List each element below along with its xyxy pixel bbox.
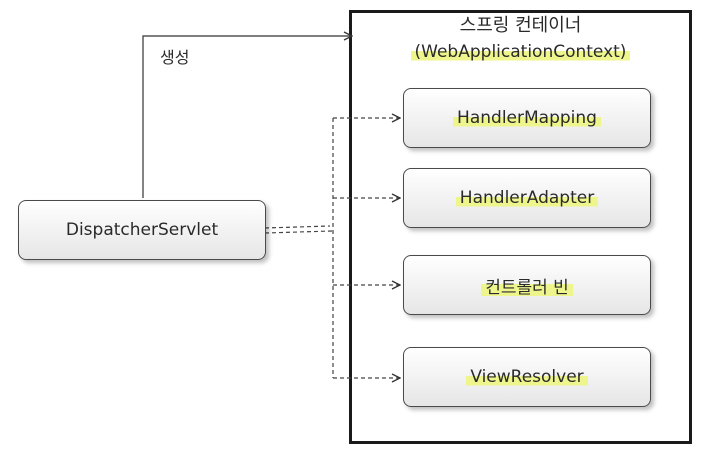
dispatcher-servlet-label: DispatcherServlet: [65, 220, 219, 240]
creates-label: 생성: [160, 48, 190, 67]
handler-adapter-label: HandlerAdapter: [455, 188, 599, 208]
handler-mapping-label: HandlerMapping: [453, 108, 601, 128]
controller-bean-label: 컨트롤러 빈: [481, 272, 573, 298]
creation-arrow: [142, 36, 352, 198]
handler-mapping-node: HandlerMapping: [403, 88, 651, 148]
container-subtitle: (WebApplicationContext): [349, 40, 692, 64]
dispatcher-servlet-node: DispatcherServlet: [18, 200, 266, 260]
dispatch-line-main-2: [264, 230, 333, 234]
view-resolver-label: ViewResolver: [466, 367, 588, 387]
controller-bean-node: 컨트롤러 빈: [403, 255, 651, 315]
handler-adapter-node: HandlerAdapter: [403, 168, 651, 228]
view-resolver-node: ViewResolver: [403, 347, 651, 407]
dispatch-line-main: [264, 225, 331, 229]
container-title: 스프링 컨테이너: [459, 15, 582, 36]
